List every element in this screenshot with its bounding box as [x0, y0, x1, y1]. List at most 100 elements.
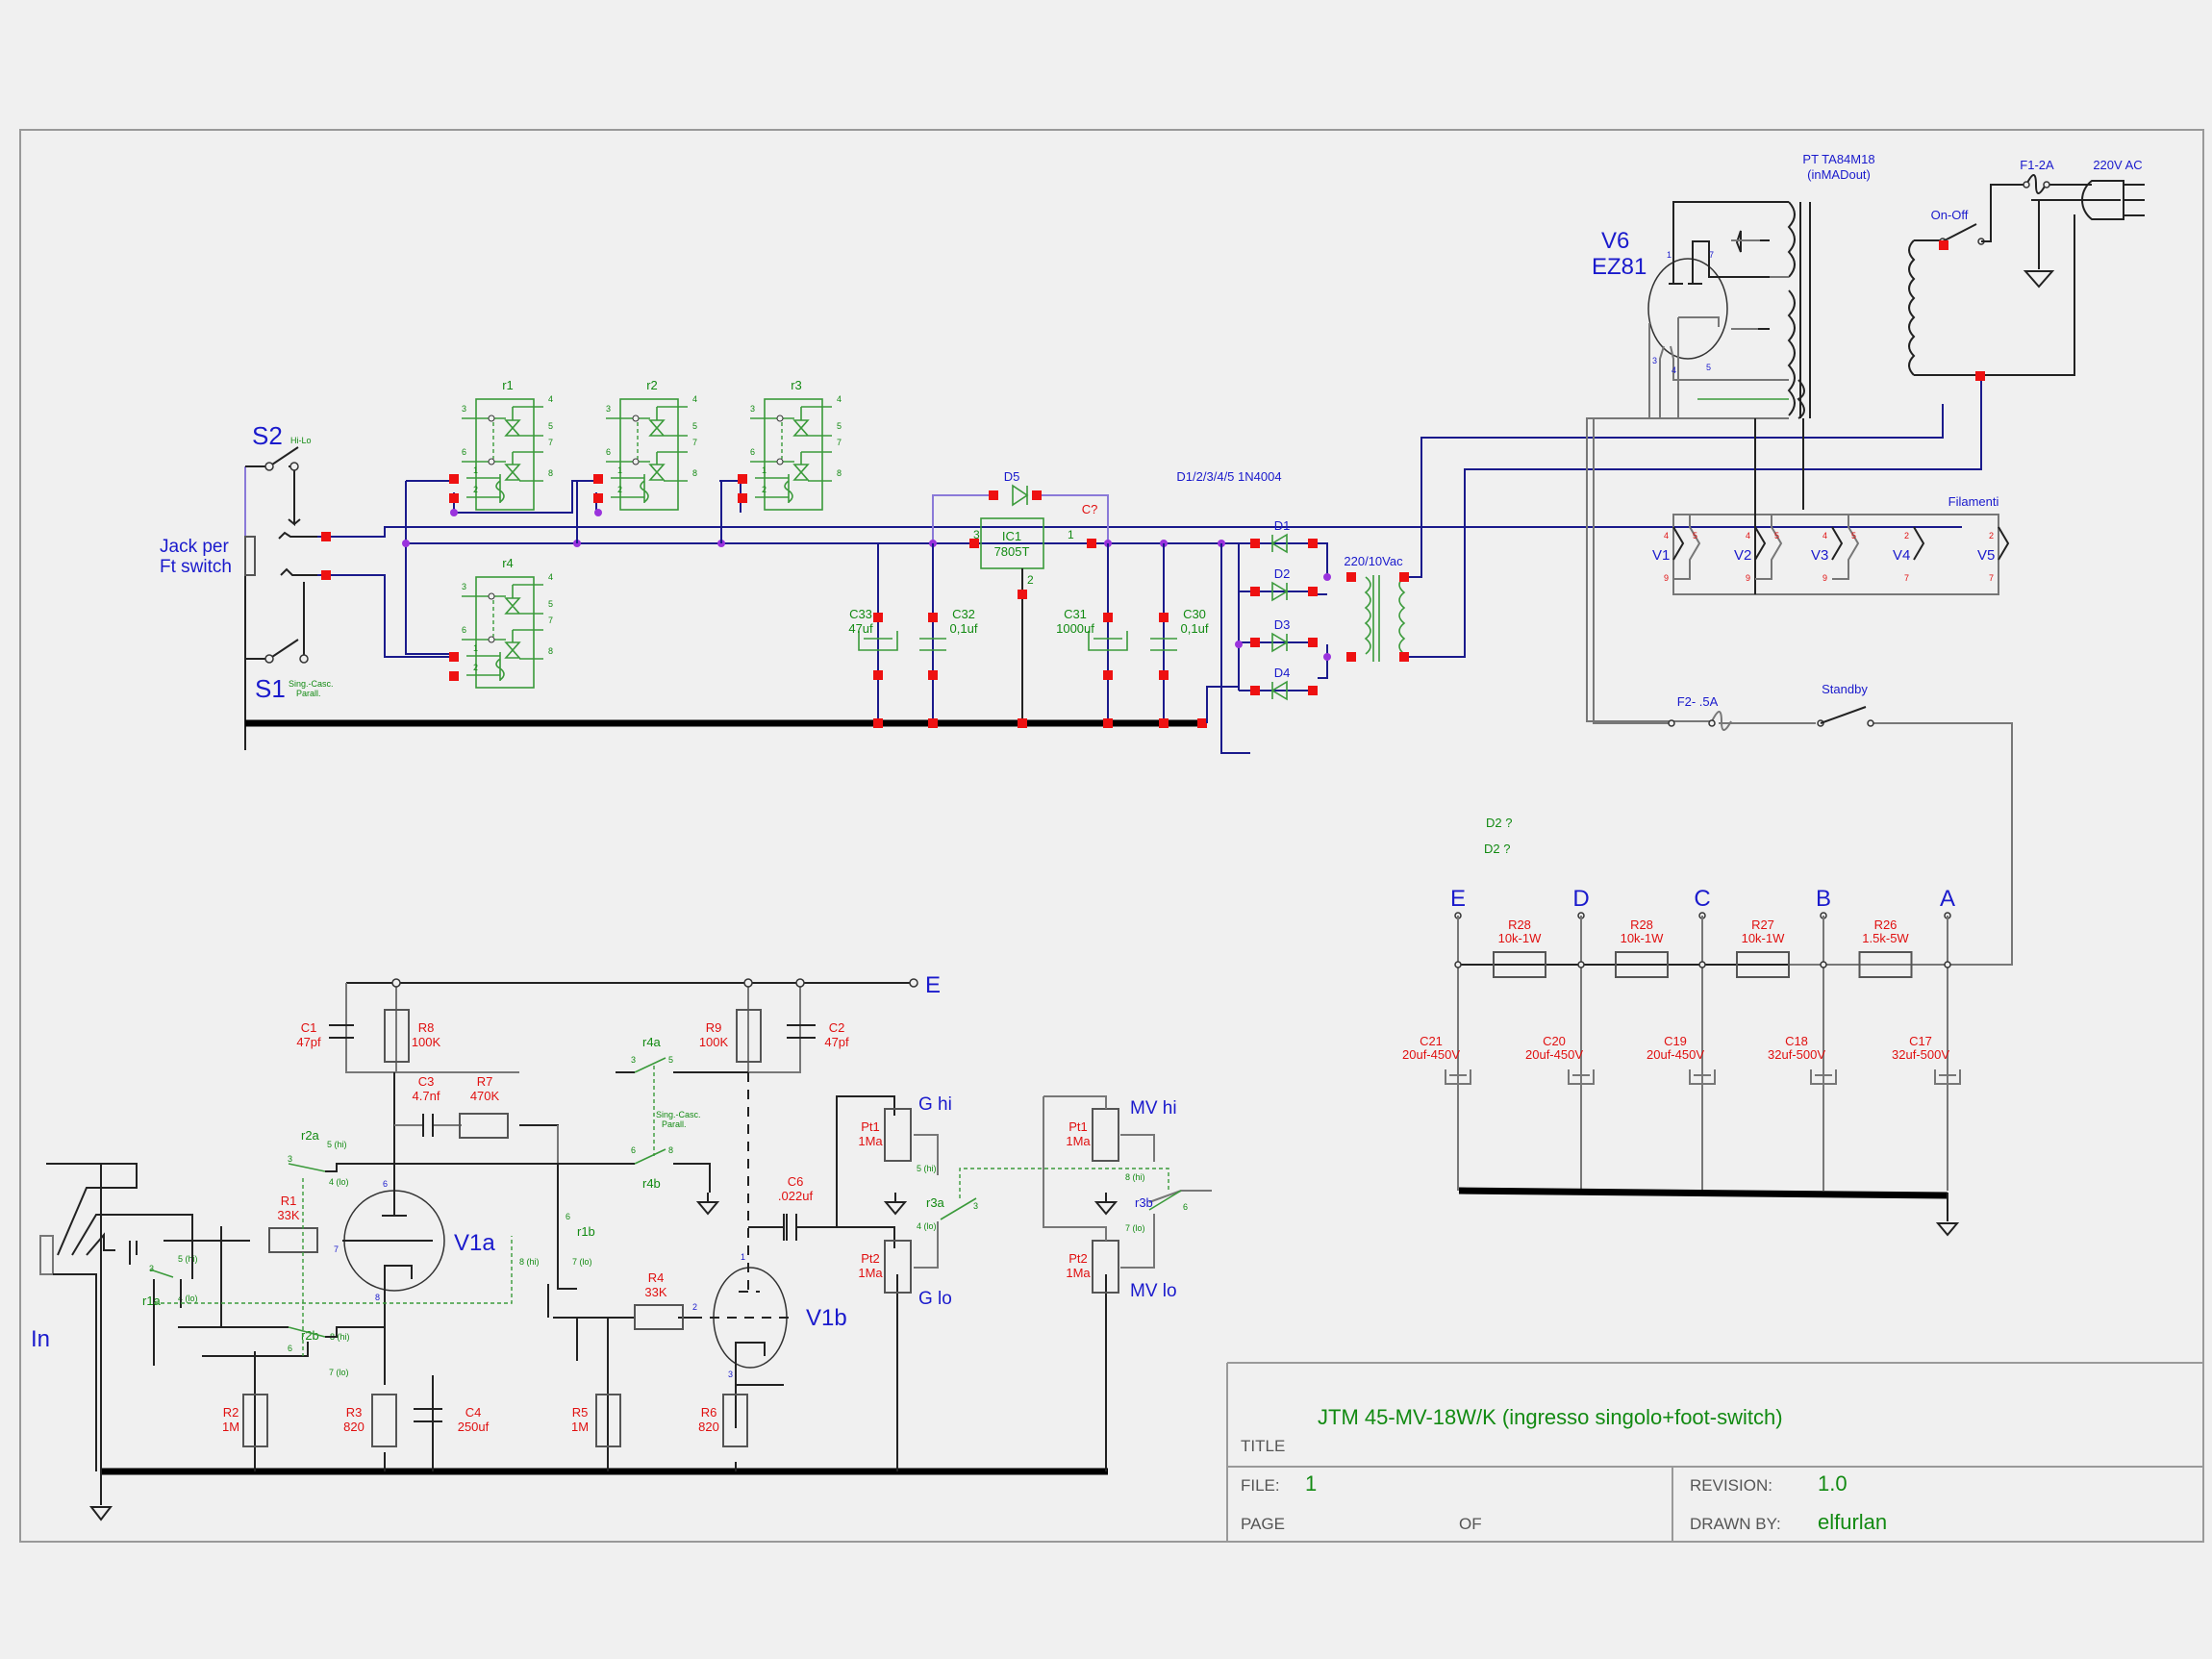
- diode-symbol: [1270, 680, 1288, 701]
- drawn-by-value: elfurlan: [1818, 1510, 1887, 1534]
- switch-r3a-c: 3: [973, 1201, 978, 1211]
- pad: [449, 474, 459, 484]
- resistor-body: [634, 1304, 684, 1330]
- of-label: OF: [1459, 1515, 1482, 1533]
- part-value: 47pf: [296, 1035, 321, 1049]
- junction: [1820, 961, 1827, 968]
- diodes-note: D1/2/3/4/5 1N4004: [1176, 469, 1281, 484]
- heater-zigzag: [1754, 526, 1767, 561]
- filament-pin: 9: [1746, 573, 1750, 583]
- switch-r3b-c: 6: [1183, 1202, 1188, 1212]
- cap-value: 32uf-500V: [1768, 1047, 1825, 1062]
- filter-chain: D2 ? D2 ? EC2120uf-450VR2810k-1WDC2020uf…: [1402, 816, 1961, 1237]
- junction: [1577, 961, 1585, 968]
- diode-label: D3: [1274, 617, 1291, 632]
- part-value: 100K: [412, 1035, 441, 1049]
- relay-pin-label: 2: [473, 485, 478, 494]
- relay-contacts: [462, 406, 543, 503]
- relay-pin-node: [632, 458, 640, 465]
- r4-note-2: Parall.: [662, 1119, 687, 1129]
- v1a-pin-grid: 7: [334, 1244, 339, 1254]
- node-label: A: [1940, 886, 1955, 912]
- switch-r4a-o: 5: [668, 1055, 673, 1065]
- cap-name: C20: [1543, 1034, 1566, 1048]
- part-name: R2: [223, 1405, 239, 1420]
- switch-r2b-lo: 7 (lo): [329, 1368, 349, 1377]
- jack-label-1: Jack per: [160, 537, 229, 557]
- part-name: R4: [648, 1270, 665, 1285]
- resistor-body: [1858, 951, 1913, 978]
- r4-blades: [634, 1057, 666, 1165]
- pad: [738, 474, 747, 484]
- diode-symbol: [1270, 533, 1288, 554]
- c-unknown-label: C?: [1082, 502, 1098, 516]
- heater-zigzag: [1672, 526, 1685, 561]
- relay-pin-label: 7: [692, 438, 697, 447]
- v6-pin7: 7: [1709, 250, 1714, 260]
- part-name: C3: [418, 1074, 435, 1089]
- relay-pin-label: 7: [548, 438, 553, 447]
- preamp: In E V1a 6 7 8 V1b 1 2 3: [31, 972, 1212, 1521]
- switch-r1b-hi: 8 (hi): [519, 1257, 540, 1267]
- v6-name: V6: [1601, 228, 1629, 254]
- pad: [1159, 613, 1169, 622]
- capacitor-c6: C6.022uf: [778, 1174, 813, 1241]
- part-name: C6: [788, 1174, 804, 1189]
- cap-plates: [1150, 638, 1177, 651]
- part-name: Pt2: [1068, 1251, 1088, 1266]
- filament-pin: 7: [1989, 573, 1994, 583]
- mv-hi-label: MV hi: [1130, 1098, 1177, 1119]
- resistor-body: [459, 1113, 509, 1139]
- resistor-body: [722, 1394, 748, 1447]
- filament-tube-name: V5: [1977, 547, 1995, 564]
- filament-tube-name: V2: [1734, 547, 1751, 564]
- switch-r1a-c: 3: [149, 1264, 154, 1273]
- v1a-pin-cath: 8: [375, 1293, 380, 1302]
- v1b-label: V1b: [806, 1305, 847, 1331]
- diode-d4: D4: [1239, 666, 1318, 701]
- cap-value: 20uf-450V: [1525, 1047, 1583, 1062]
- part-name: R6: [701, 1405, 717, 1420]
- mains-label: 220V AC: [2093, 158, 2142, 172]
- v1a-label: V1a: [454, 1230, 495, 1256]
- junction: [1944, 961, 1951, 968]
- resistor-name: R27: [1751, 917, 1774, 932]
- resistor-body: [384, 1009, 410, 1063]
- heater-zigzag: [1831, 526, 1844, 561]
- v1b-pin-grid: 2: [692, 1302, 697, 1312]
- resistor-body: [736, 1009, 762, 1063]
- resistor-value: 10k-1W: [1621, 931, 1665, 945]
- heater-zigzag: [1673, 515, 1701, 580]
- note-d2-1: D2 ?: [1486, 816, 1512, 830]
- relay-pin-node: [488, 458, 495, 465]
- v6-pin4: 4: [1672, 365, 1676, 375]
- cap-name: C30: [1183, 607, 1206, 621]
- diode-d1: D1: [1239, 518, 1318, 554]
- d5-label: D5: [1004, 469, 1020, 484]
- pad: [928, 670, 938, 680]
- resistor-value: 10k-1W: [1742, 931, 1786, 945]
- pad: [1250, 686, 1260, 695]
- relay-pin-label: 3: [462, 404, 466, 414]
- e-node-label: E: [925, 972, 941, 998]
- v6-pin1: 1: [1667, 250, 1672, 260]
- part-value: 4.7nf: [413, 1089, 440, 1103]
- part-name: Pt1: [861, 1119, 880, 1134]
- relay-pin-label: 1: [762, 465, 767, 475]
- relay-pin-label: 1: [473, 465, 478, 475]
